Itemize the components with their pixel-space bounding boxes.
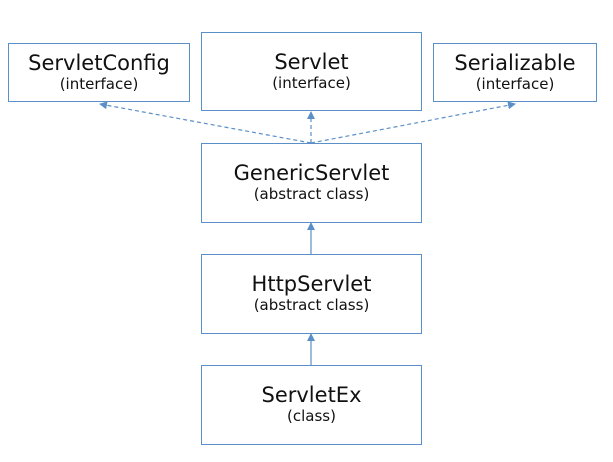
servletconfig-name: ServletConfig [28,50,170,75]
serializable-node: Serializable (interface) [433,43,597,102]
genericservlet-name: GenericServlet [233,161,390,186]
servlet-name: Servlet [274,49,349,74]
httpservlet-node: HttpServlet (abstract class) [201,254,422,334]
genericservlet-node: GenericServlet (abstract class) [201,143,422,223]
servletconfig-node: ServletConfig (interface) [8,43,190,102]
httpservlet-kind: (abstract class) [253,296,370,315]
servlet-node: Servlet (interface) [201,32,422,111]
servletex-kind: (class) [287,407,336,426]
genericservlet-kind: (abstract class) [253,185,370,204]
servletconfig-kind: (interface) [59,74,139,93]
serializable-name: Serializable [454,50,576,75]
servlet-kind: (interface) [272,73,351,92]
servletex-name: ServletEx [261,383,362,408]
implements-servletconfig-arrow [99,101,312,144]
serializable-kind: (interface) [475,74,555,93]
servletex-node: ServletEx (class) [201,365,422,445]
httpservlet-name: HttpServlet [251,272,372,297]
